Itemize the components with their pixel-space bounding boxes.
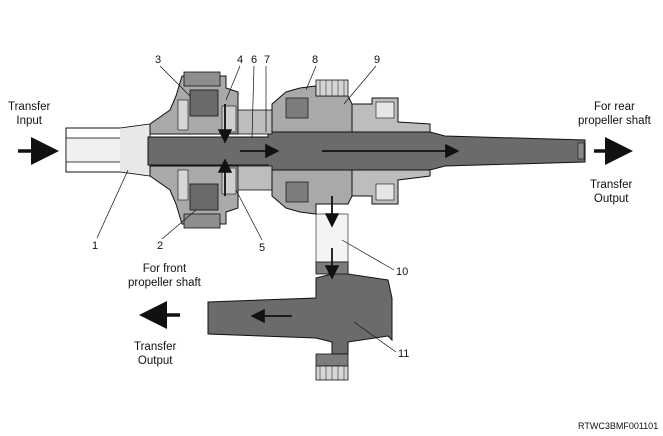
transfer-input-label: Transfer Input	[8, 101, 51, 127]
callout-11: 11	[398, 348, 410, 360]
transfer-output-right-label: Transfer Output	[590, 179, 633, 205]
transfer-output-left-label: Transfer Output	[134, 341, 177, 367]
rear-shaft-label: For rear propeller shaft	[578, 101, 651, 127]
callout-1: 1	[92, 240, 99, 252]
callout-6: 6	[251, 54, 258, 66]
figure-code: RTWC3BMF001101	[578, 421, 659, 431]
leader-lines	[96, 65, 397, 353]
callout-5: 5	[259, 242, 266, 254]
front-output-shaft	[207, 261, 393, 381]
callout-3: 3	[155, 54, 162, 66]
callout-9: 9	[374, 54, 381, 66]
power-flow-arrows	[18, 104, 633, 329]
front-shaft-label: For front propeller shaft	[128, 263, 201, 289]
callout-8: 8	[312, 54, 319, 66]
callout-4: 4	[237, 54, 244, 66]
planetary-gear-housing	[149, 71, 239, 229]
callout-2: 2	[157, 240, 164, 252]
callout-10: 10	[396, 266, 409, 278]
rear-output-housing	[351, 97, 431, 205]
callout-7: 7	[264, 54, 271, 66]
input-shaft	[65, 123, 151, 177]
